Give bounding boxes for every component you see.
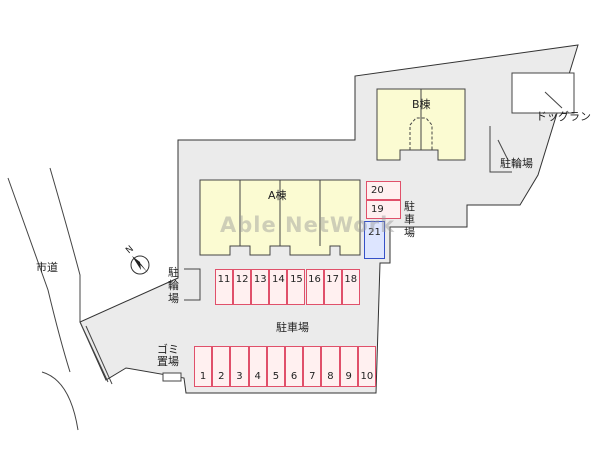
parking-space-2: 2 bbox=[212, 346, 231, 387]
dog-run-area bbox=[511, 72, 575, 114]
parking-space-6: 6 bbox=[285, 346, 304, 387]
parking-space-7: 7 bbox=[303, 346, 322, 387]
city-road-line bbox=[7, 177, 71, 373]
north-arrow-icon bbox=[130, 255, 150, 275]
parking-space-5: 5 bbox=[266, 346, 285, 387]
parking-space-4: 4 bbox=[248, 346, 267, 387]
building-b-label: B棟 bbox=[412, 98, 431, 111]
bike-parking-left-area bbox=[184, 268, 201, 301]
parking-space-20: 20 bbox=[366, 181, 401, 200]
parking-space-13: 13 bbox=[251, 269, 270, 305]
parking-right-label: 駐車場 bbox=[404, 200, 415, 239]
city-road-line bbox=[41, 371, 79, 431]
parking-space-8: 8 bbox=[321, 346, 340, 387]
watermark: Able NetWork bbox=[220, 213, 396, 237]
parking-space-3: 3 bbox=[230, 346, 249, 387]
parking-space-11: 11 bbox=[215, 269, 234, 305]
city-road-label: 市道 bbox=[36, 261, 58, 274]
bike-parking-left-label: 駐輪場 bbox=[168, 266, 179, 305]
parking-space-18: 18 bbox=[341, 269, 360, 305]
parking-space-9: 9 bbox=[339, 346, 358, 387]
dog-run-label: ドッグラン bbox=[536, 110, 591, 123]
parking-space-special: 21 bbox=[364, 221, 385, 259]
parking-space-16: 16 bbox=[305, 269, 324, 305]
parking-space-10: 10 bbox=[357, 346, 376, 387]
parking-space-1: 1 bbox=[194, 346, 213, 387]
garbage-label: ゴミ置場 bbox=[157, 343, 179, 368]
garbage-area bbox=[162, 372, 182, 382]
parking-space-17: 17 bbox=[323, 269, 342, 305]
bike-parking-right-label: 駐輪場 bbox=[500, 157, 533, 170]
parking-space-12: 12 bbox=[233, 269, 252, 305]
city-road-line bbox=[49, 167, 109, 383]
bike-parking-right-area bbox=[489, 126, 512, 173]
building-a-label: A棟 bbox=[268, 189, 287, 202]
parking-space-14: 14 bbox=[269, 269, 288, 305]
parking-space-15: 15 bbox=[287, 269, 306, 305]
parking-main-label: 駐車場 bbox=[276, 321, 309, 334]
parking-space-19: 19 bbox=[366, 200, 401, 219]
city-road-line bbox=[85, 325, 113, 385]
